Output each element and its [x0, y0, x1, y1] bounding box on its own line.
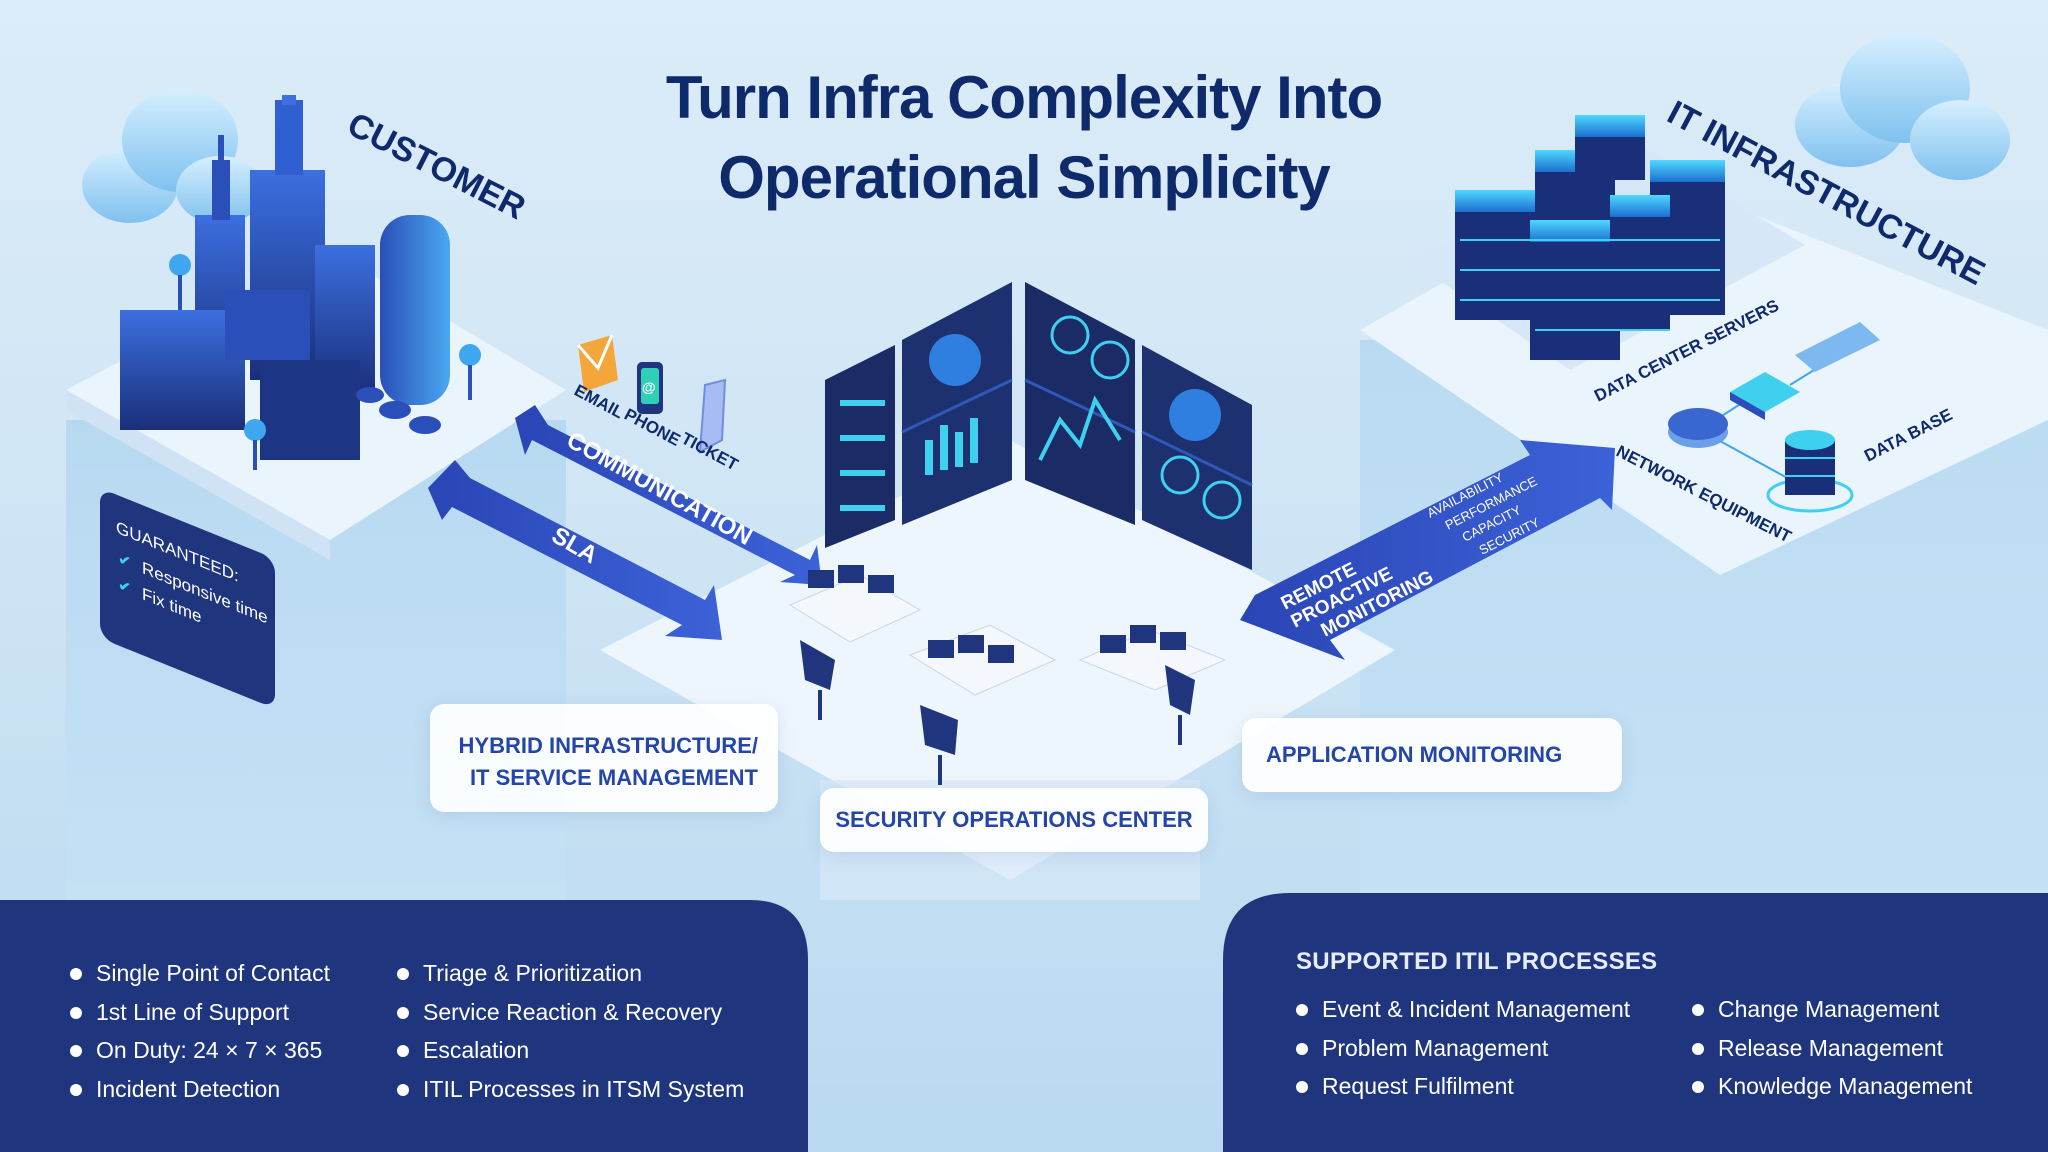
checkmark-icon: ✔: [118, 575, 131, 599]
list-item: Single Point of Contact: [70, 954, 330, 993]
list-item: On Duty: 24 × 7 × 365: [70, 1031, 330, 1070]
email-icon: [576, 334, 618, 392]
list-item: Event & Incident Management: [1296, 990, 1630, 1029]
checkmark-icon: ✔: [118, 549, 131, 573]
communication-label: COMMUNICATION: [562, 427, 757, 551]
list-item: Knowledge Management: [1692, 1067, 1972, 1106]
list-item: Incident Detection: [70, 1070, 330, 1109]
left-services-list-2: Triage & Prioritization Service Reaction…: [397, 954, 744, 1108]
hybrid-infrastructure-pill: HYBRID INFRASTRUCTURE/ IT SERVICE MANAGE…: [430, 704, 778, 812]
list-item: Release Management: [1692, 1029, 1972, 1068]
application-monitoring-pill: APPLICATION MONITORING: [1242, 718, 1622, 792]
itil-list-1: Event & Incident Management Problem Mana…: [1296, 990, 1630, 1106]
list-item: Change Management: [1692, 990, 1972, 1029]
guarantee-box: GUARANTEED: ✔ Responsive time ✔ Fix time: [100, 492, 275, 705]
page-title: Turn Infra Complexity Into Operational S…: [0, 58, 2048, 218]
list-item: Escalation: [397, 1031, 744, 1070]
itil-processes-panel: SUPPORTED ITIL PROCESSES Event & Inciden…: [1296, 948, 1972, 1099]
database-icon: [1766, 430, 1854, 513]
city-buildings-icon: [120, 95, 481, 470]
list-item: 1st Line of Support: [70, 993, 330, 1032]
data-center-servers-icon: [1410, 115, 1805, 370]
soc-workstations: [788, 565, 1227, 785]
title-line-2: Operational Simplicity: [718, 144, 1331, 211]
app-monitoring-pill-label: APPLICATION MONITORING: [1266, 742, 1563, 767]
list-item: Service Reaction & Recovery: [397, 993, 744, 1032]
sla-arrow: [428, 460, 722, 640]
list-item: Problem Management: [1296, 1029, 1630, 1068]
soc-pill-label: SECURITY OPERATIONS CENTER: [835, 807, 1193, 832]
hybrid-pill-line-1: HYBRID INFRASTRUCTURE/: [458, 733, 758, 758]
left-services-list-1: Single Point of Contact 1st Line of Supp…: [70, 954, 330, 1108]
cloud-left-icon: [82, 88, 264, 224]
list-item: Request Fulfilment: [1296, 1067, 1630, 1106]
channel-email-label: EMAIL: [571, 381, 627, 423]
title-line-1: Turn Infra Complexity Into: [665, 64, 1383, 131]
right-panel-shape: [1223, 893, 2048, 1152]
svg-text:@: @: [642, 379, 656, 395]
phone-icon: @: [637, 362, 663, 414]
ticket-icon: [698, 378, 727, 454]
soc-dashboard-screens: [825, 282, 1253, 570]
cloud-right-icon: [1795, 33, 2010, 180]
itil-panel-heading: SUPPORTED ITIL PROCESSES: [1296, 948, 1658, 975]
itil-list-2: Change Management Release Management Kno…: [1692, 990, 1972, 1106]
network-equipment-icon: [1668, 322, 1880, 486]
list-item: Triage & Prioritization: [397, 954, 744, 993]
list-item: ITIL Processes in ITSM System: [397, 1070, 744, 1109]
remote-monitoring-arrow: [1240, 440, 1615, 660]
hybrid-pill-line-2: IT SERVICE MANAGEMENT: [469, 765, 758, 790]
communication-arrow: [515, 405, 822, 585]
left-panel-shape: [0, 900, 808, 1152]
soc-pill: SECURITY OPERATIONS CENTER: [820, 788, 1208, 852]
